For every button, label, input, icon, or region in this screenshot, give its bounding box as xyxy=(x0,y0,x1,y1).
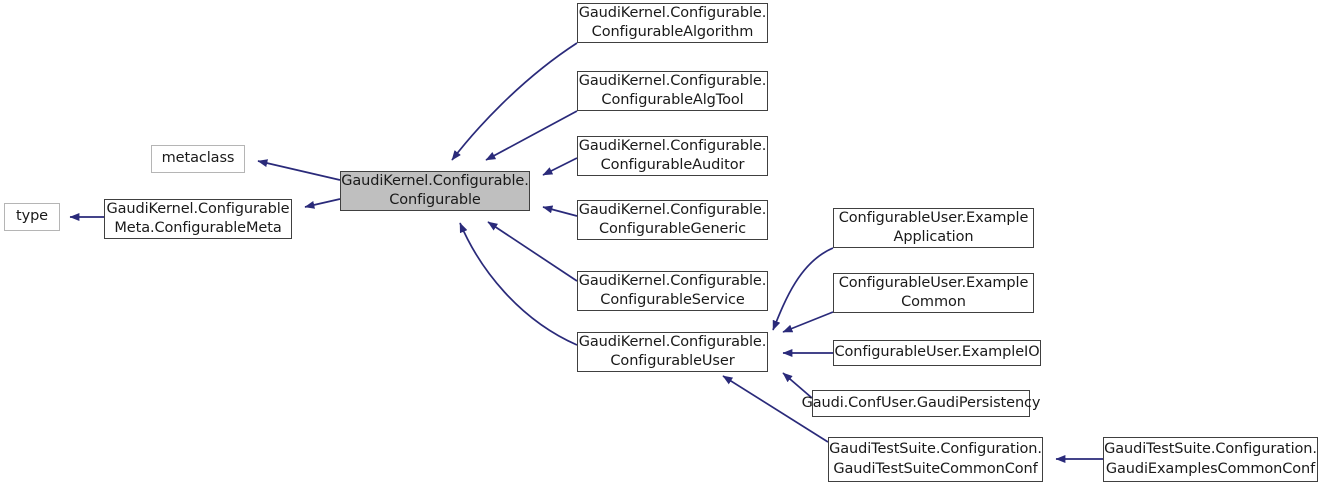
class-node-metaclass[interactable]: metaclass xyxy=(151,145,245,173)
class-node-label: GaudiKernel.Configurable. ConfigurableAu… xyxy=(578,137,767,173)
class-node-type[interactable]: type xyxy=(4,203,60,231)
class-node-example_application[interactable]: ConfigurableUser.Example Application xyxy=(833,208,1034,248)
class-node-label: GaudiKernel.Configurable. ConfigurableUs… xyxy=(578,333,767,369)
edge-configurablealgorithm-configurable xyxy=(451,42,578,161)
class-node-configurable_algorithm[interactable]: GaudiKernel.Configurable. ConfigurableAl… xyxy=(577,3,768,43)
edge-exampleapplication-configurableuser xyxy=(772,247,834,331)
class-node-configurable_auditor[interactable]: GaudiKernel.Configurable. ConfigurableAu… xyxy=(577,136,768,176)
edge-configurable-metaclass xyxy=(257,159,341,181)
edge-configurablegeneric-configurable xyxy=(542,205,578,217)
edge-configurableservice-configurable xyxy=(487,221,578,282)
edge-configurableuser-configurable xyxy=(459,222,578,346)
class-node-gaudi_examples_common_conf[interactable]: GaudiTestSuite.Configuration. GaudiExamp… xyxy=(1103,437,1318,482)
class-node-label: GaudiKernel.Configurable. ConfigurableAl… xyxy=(578,4,767,40)
class-node-label: ConfigurableUser.Example Application xyxy=(838,209,1029,245)
class-node-example_common[interactable]: ConfigurableUser.Example Common xyxy=(833,273,1034,313)
class-node-label: GaudiKernel.Configurable. Configurable xyxy=(341,172,529,208)
class-node-gaudi_persistency[interactable]: Gaudi.ConfUser.GaudiPersistency xyxy=(802,390,1041,417)
edge-configurableauditor-configurable xyxy=(542,157,578,176)
class-node-example_io[interactable]: ConfigurableUser.ExampleIO xyxy=(833,340,1041,366)
class-node-label: ConfigurableUser.ExampleIO xyxy=(834,344,1040,361)
class-node-label: type xyxy=(16,208,48,225)
class-node-configurable_meta[interactable]: GaudiKernel.Configurable Meta.Configurab… xyxy=(104,199,292,239)
class-node-configurable_generic[interactable]: GaudiKernel.Configurable. ConfigurableGe… xyxy=(577,200,768,240)
class-node-configurable[interactable]: GaudiKernel.Configurable. Configurable xyxy=(340,171,530,211)
class-node-configurable_algtool[interactable]: GaudiKernel.Configurable. ConfigurableAl… xyxy=(577,71,768,111)
edge-configurable-configurablemeta xyxy=(304,198,341,209)
class-node-configurable_service[interactable]: GaudiKernel.Configurable. ConfigurableSe… xyxy=(577,271,768,311)
class-node-label: GaudiKernel.Configurable Meta.Configurab… xyxy=(106,200,290,236)
class-node-label: GaudiKernel.Configurable. ConfigurableGe… xyxy=(578,201,767,237)
edge-configurablealgtool-configurable xyxy=(485,110,578,161)
class-node-label: GaudiKernel.Configurable. ConfigurableAl… xyxy=(578,72,767,108)
class-node-label: ConfigurableUser.Example Common xyxy=(838,274,1029,310)
class-node-gaudi_testsuite_common_conf[interactable]: GaudiTestSuite.Configuration. GaudiTestS… xyxy=(828,437,1043,482)
class-node-label: GaudiTestSuite.Configuration. GaudiTestS… xyxy=(829,441,1042,477)
class-node-label: Gaudi.ConfUser.GaudiPersistency xyxy=(801,394,1041,411)
class-node-configurable_user[interactable]: GaudiKernel.Configurable. ConfigurableUs… xyxy=(577,332,768,372)
class-node-label: GaudiKernel.Configurable. ConfigurableSe… xyxy=(578,272,767,308)
edge-examplecommon-configurableuser xyxy=(782,311,834,333)
class-node-label: GaudiTestSuite.Configuration. GaudiExamp… xyxy=(1104,441,1317,477)
class-node-label: metaclass xyxy=(161,150,235,167)
